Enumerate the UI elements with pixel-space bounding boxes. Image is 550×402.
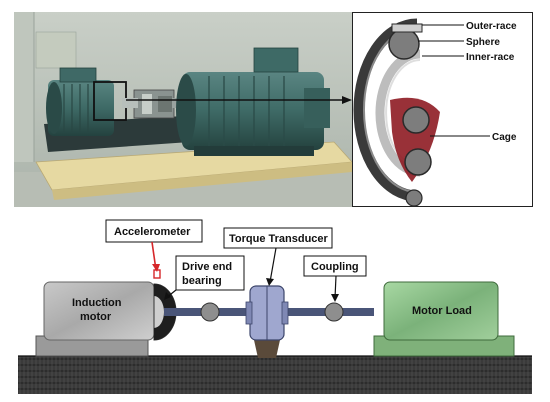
drive-end-label-line1: Drive end <box>182 261 232 273</box>
photo-load-motor <box>176 47 330 156</box>
accelerometer-label: Accelerometer <box>114 226 191 238</box>
motor-load-label: Motor Load <box>412 305 472 317</box>
coupling-label: Coupling <box>311 261 359 273</box>
coupling-left <box>200 302 220 322</box>
coupling-callout <box>303 255 367 277</box>
sphere-label: Sphere <box>466 37 500 48</box>
bearing-cross-section: Outer-race Sphere Inner-race Cage <box>352 12 533 207</box>
accelerometer-callout <box>105 219 203 243</box>
transducer-stand <box>254 340 280 358</box>
torque-transducer-label: Torque Transducer <box>229 233 329 245</box>
outer-race-label: Outer-race <box>466 21 517 32</box>
induction-motor-label-line1: Induction <box>72 297 122 309</box>
inner-race-label: Inner-race <box>466 52 515 63</box>
sphere-2 <box>402 106 430 134</box>
photo-induction-motor <box>46 67 114 136</box>
cage-label: Cage <box>492 132 517 143</box>
outer-race <box>353 18 418 202</box>
sphere <box>388 28 420 60</box>
coupling-right <box>324 302 344 322</box>
test-rig-schematic: Induction motor Motor Load Accelerometer… <box>18 219 532 394</box>
drive-end-bearing-callout <box>175 255 245 291</box>
ground-base <box>18 356 532 394</box>
test-rig-photo <box>14 12 352 207</box>
motor-load <box>383 281 499 341</box>
torque-transducer-callout <box>223 227 333 249</box>
drive-end-label-line2: bearing <box>182 275 222 287</box>
sphere-3 <box>404 148 432 176</box>
induction-motor-label-line2: motor <box>80 311 112 323</box>
